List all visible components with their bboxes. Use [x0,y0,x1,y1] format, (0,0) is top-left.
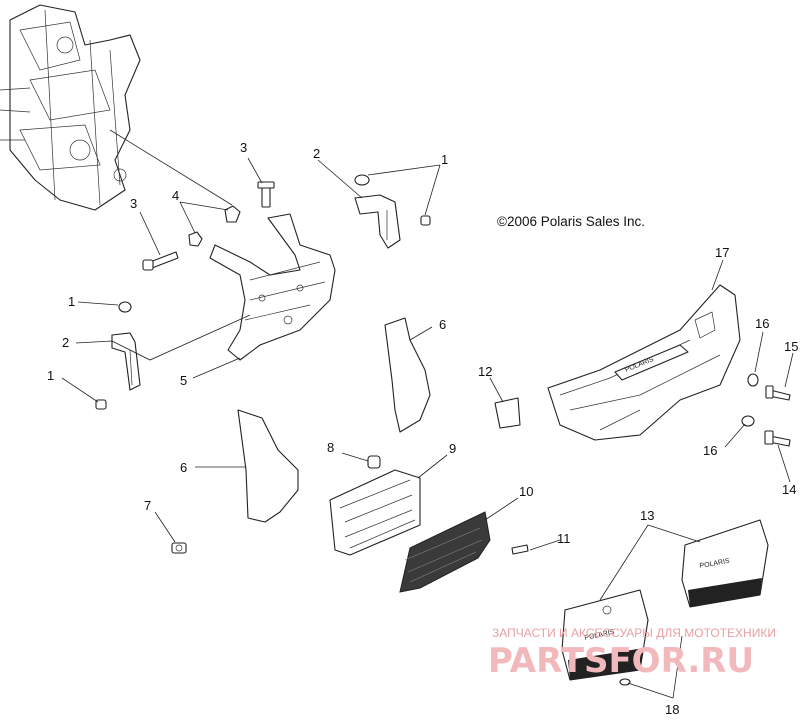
plate-12 [494,397,521,429]
watermark-logo: PARTSFOR.RU [488,641,754,681]
callout-17: 17 [715,245,729,260]
callout-16a: 16 [755,316,769,331]
callouts: 3 2 1 4 3 1 2 1 5 6 6 7 8 9 10 11 12 17 … [47,140,798,717]
callout-5: 5 [180,373,187,388]
screw-11 [511,544,529,555]
front-bumper-17: POLARIS [547,284,741,441]
frame-leader [109,129,233,206]
front-bracket-5 [209,213,336,361]
bolt-15 [765,385,791,401]
bolt-3-upper [257,181,275,208]
copyright-notice: ©2006 Polaris Sales Inc. [497,214,645,229]
callout-7: 7 [144,498,151,513]
bolt-3-left [142,251,179,271]
callout-8: 8 [327,440,334,455]
callout-1b: 1 [68,294,75,309]
nut-4 [188,205,241,247]
callout-12: 12 [478,364,492,379]
callout-6b: 6 [180,460,187,475]
callout-6a: 6 [439,317,446,332]
screws-1 [95,174,431,410]
callout-3a: 3 [240,140,247,155]
callout-16b: 16 [703,443,717,458]
grille-frame-9 [329,469,421,556]
fastener-18 [619,678,631,686]
front-plate-13-left: POLARIS [561,589,649,681]
callout-15: 15 [784,339,798,354]
vehicle-frame [0,4,141,211]
washers-16 [741,373,759,427]
leader-lines [61,157,794,699]
watermark: ЗАПЧАСТИ И АКСЕССУАРЫ ДЛЯ МОТОТЕХНИКИ PA… [488,626,776,681]
callout-18: 18 [665,702,679,717]
callout-1c: 1 [47,368,54,383]
callout-3b: 3 [130,196,137,211]
callout-1a: 1 [441,152,448,167]
side-shield-6-left [237,409,299,523]
callout-4: 4 [172,188,179,203]
callout-2a: 2 [313,146,320,161]
nut-8 [367,455,381,469]
bolt-14 [764,430,791,447]
callout-14: 14 [782,482,796,497]
side-shield-6-right [384,317,431,433]
callout-2b: 2 [62,335,69,350]
front-plate-13-right: POLARIS [681,519,769,608]
callout-10: 10 [519,484,533,499]
callout-9: 9 [449,441,456,456]
grille-10 [399,511,491,593]
watermark-tagline: ЗАПЧАСТИ И АКСЕССУАРЫ ДЛЯ МОТОТЕХНИКИ [492,626,776,640]
fastener-7 [171,542,187,554]
mount-bracket-2-left [111,332,141,391]
callout-13: 13 [640,508,654,523]
mount-bracket-2-upper [354,194,401,249]
callout-11: 11 [557,531,571,546]
